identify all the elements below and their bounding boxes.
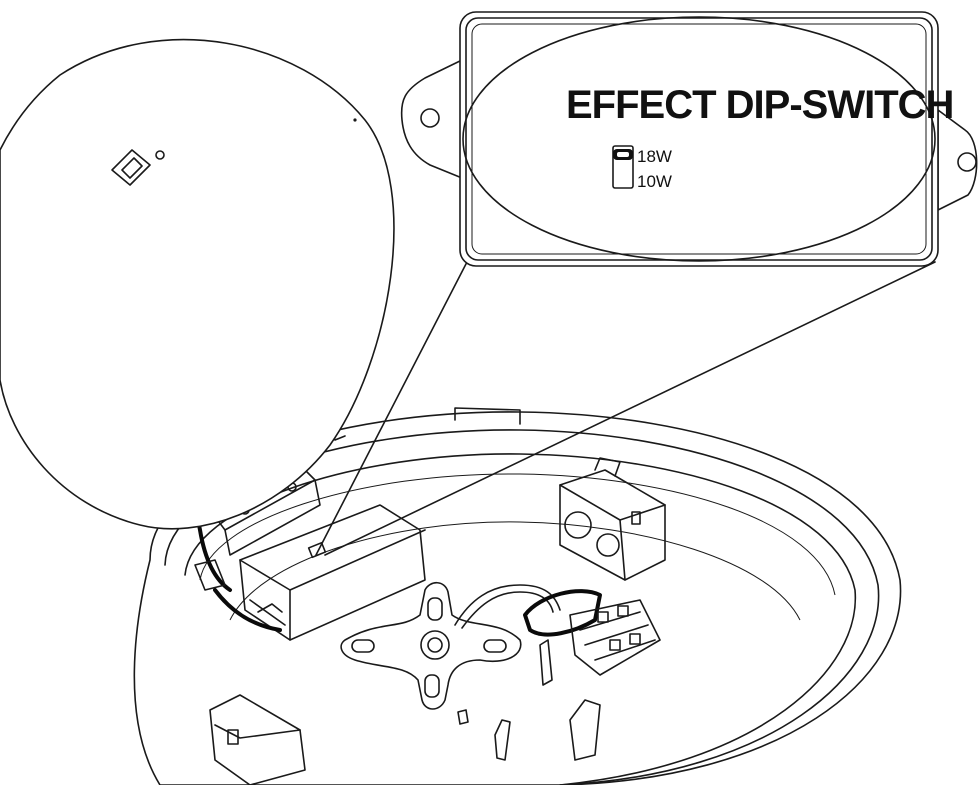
terminal-block xyxy=(523,589,661,676)
driver-box xyxy=(239,504,426,641)
dip-option-18w: 18W xyxy=(637,147,672,166)
cover-disc xyxy=(0,38,395,530)
callout-title: EFFECT DIP-SWITCH xyxy=(566,83,953,127)
callout-pointer xyxy=(315,261,936,556)
dip-option-10w: 10W xyxy=(637,172,672,191)
mounting-plate xyxy=(340,581,522,710)
dip-switch xyxy=(612,145,634,189)
sensor-housing xyxy=(559,469,666,581)
callout-panel: EFFECT DIP-SWITCH 18W 10W xyxy=(400,11,978,267)
